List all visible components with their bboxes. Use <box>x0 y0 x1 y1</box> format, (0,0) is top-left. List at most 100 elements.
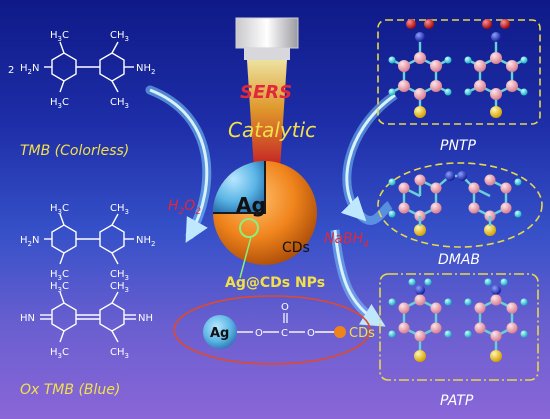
atom-h: H <box>50 203 58 214</box>
pntp-molecule-right <box>464 19 528 118</box>
zoom-circle <box>239 218 259 238</box>
atom-n: N <box>32 235 39 246</box>
dmab-label: DMAB <box>438 252 480 268</box>
svg-text:H3C: H3C <box>50 281 69 294</box>
svg-text:H3C: H3C <box>50 347 69 360</box>
bond-ag-ball <box>203 315 237 349</box>
h2o2-sub2: 2 <box>195 207 201 217</box>
pntp-label: PNTP <box>440 138 476 154</box>
bond-o2: O <box>307 328 315 339</box>
zoom-line <box>239 236 252 279</box>
atom-h: H <box>50 281 58 292</box>
h2o2-sub1: 2 <box>179 207 185 217</box>
tmb-nh2: NH <box>136 63 151 74</box>
svg-text:H2N: H2N <box>20 63 39 76</box>
patp-label: PATP <box>440 393 474 409</box>
ox-tmb-blue-label: Ox TMB (Blue) <box>20 382 120 398</box>
dmab-box <box>377 162 543 248</box>
laser-beam <box>247 60 287 170</box>
amine-coefficient: 2 <box>8 65 14 76</box>
dmab-molecule <box>388 171 522 236</box>
patp-molecule-left <box>388 278 452 362</box>
arrow-tmb-core <box>149 88 209 243</box>
laser-head <box>235 17 299 49</box>
bond-cds-dot <box>334 326 346 338</box>
h2o2-label: H2O2 <box>168 198 201 217</box>
nabh4-sub: 4 <box>363 240 369 250</box>
nabh4-label: NaBH4 <box>324 231 369 250</box>
ox-tmb-nh: NH <box>138 313 153 324</box>
nabh4-main: NaBH <box>324 231 364 247</box>
svg-text:H3C: H3C <box>50 30 69 43</box>
sub-3: 3 <box>125 102 129 110</box>
bond-o-double: O <box>281 302 289 313</box>
bond-ellipse <box>173 295 371 365</box>
svg-text:CH3: CH3 <box>110 269 129 282</box>
sub-2: 2 <box>151 240 155 248</box>
arrow-pntp-to-dmab <box>342 91 398 225</box>
atom-h: H <box>20 235 28 246</box>
h2o2-h: H <box>168 198 179 214</box>
sub-3: 3 <box>58 286 62 294</box>
ag-cds-nps-label: Ag@CDs NPs <box>225 275 325 291</box>
atom-ch: CH <box>110 203 125 214</box>
sub-3: 3 <box>125 274 129 282</box>
tmb-h2n: H <box>20 63 28 74</box>
svg-text:CH3: CH3 <box>110 281 129 294</box>
bond-ag-label: Ag <box>210 326 229 341</box>
svg-text:CH3: CH3 <box>110 203 129 216</box>
h2o2-o: O <box>184 198 195 214</box>
sub-3: 3 <box>58 102 62 110</box>
arrow-pntp-core <box>340 93 396 222</box>
tmb-h3c-top-left: H <box>50 30 58 41</box>
tmb-ch3-top-right: CH <box>110 30 125 41</box>
svg-text:NH2: NH2 <box>136 235 155 248</box>
tmb-colorless-label: TMB (Colorless) <box>20 143 129 159</box>
sub-3: 3 <box>58 35 62 43</box>
tmb-structure: 2 H3C CH3 H2N NH2 H3C CH3 <box>8 30 155 110</box>
sub-3: 3 <box>125 286 129 294</box>
sub-3: 3 <box>125 208 129 216</box>
atom-c: C <box>62 281 69 292</box>
tmb-h3c-bottom-left: H <box>50 97 58 108</box>
sub-3: 3 <box>58 274 62 282</box>
sub-3: 3 <box>125 352 129 360</box>
svg-text:H2N: H2N <box>20 235 39 248</box>
atom-ch: CH <box>110 269 125 280</box>
sub-2: 2 <box>151 68 155 76</box>
arrow-patp-core <box>333 229 386 327</box>
bond-c: C <box>281 328 288 339</box>
atom-ch: CH <box>110 281 125 292</box>
sub-2: 2 <box>28 68 32 76</box>
ag-core-quarter <box>213 161 265 213</box>
atom-c: C <box>62 97 69 108</box>
laser-nozzle <box>244 48 290 60</box>
atom-ch: CH <box>110 347 125 358</box>
svg-text:CH3: CH3 <box>110 347 129 360</box>
atom-h: H <box>50 347 58 358</box>
tmb-ch3-bottom-right: CH <box>110 97 125 108</box>
svg-text:NH2: NH2 <box>136 63 155 76</box>
ox-tmb-hn: HN <box>20 313 35 324</box>
sers-label: SERS <box>240 82 292 103</box>
pntp-molecule-left <box>388 19 452 118</box>
svg-text:H3C: H3C <box>50 203 69 216</box>
patp-molecule-right <box>464 278 528 362</box>
bond-cds-label: CDs <box>349 326 375 341</box>
bond-o1: O <box>255 328 263 339</box>
patp-box <box>379 273 539 381</box>
svg-text:CH3: CH3 <box>110 30 129 43</box>
cds-shell-label: CDs <box>282 240 310 256</box>
sub-2: 2 <box>28 240 32 248</box>
atom-c: C <box>62 269 69 280</box>
tmb-reduced-structure: H3C CH3 H2N NH2 H3C CH3 <box>20 203 155 282</box>
svg-text:H3C: H3C <box>50 269 69 282</box>
core-cut-edge <box>213 161 266 214</box>
ag-core-label: Ag <box>236 193 266 217</box>
atom-n: N <box>32 63 39 74</box>
atom-h: H <box>50 269 58 280</box>
sub-3: 3 <box>58 208 62 216</box>
sub-3: 3 <box>58 352 62 360</box>
